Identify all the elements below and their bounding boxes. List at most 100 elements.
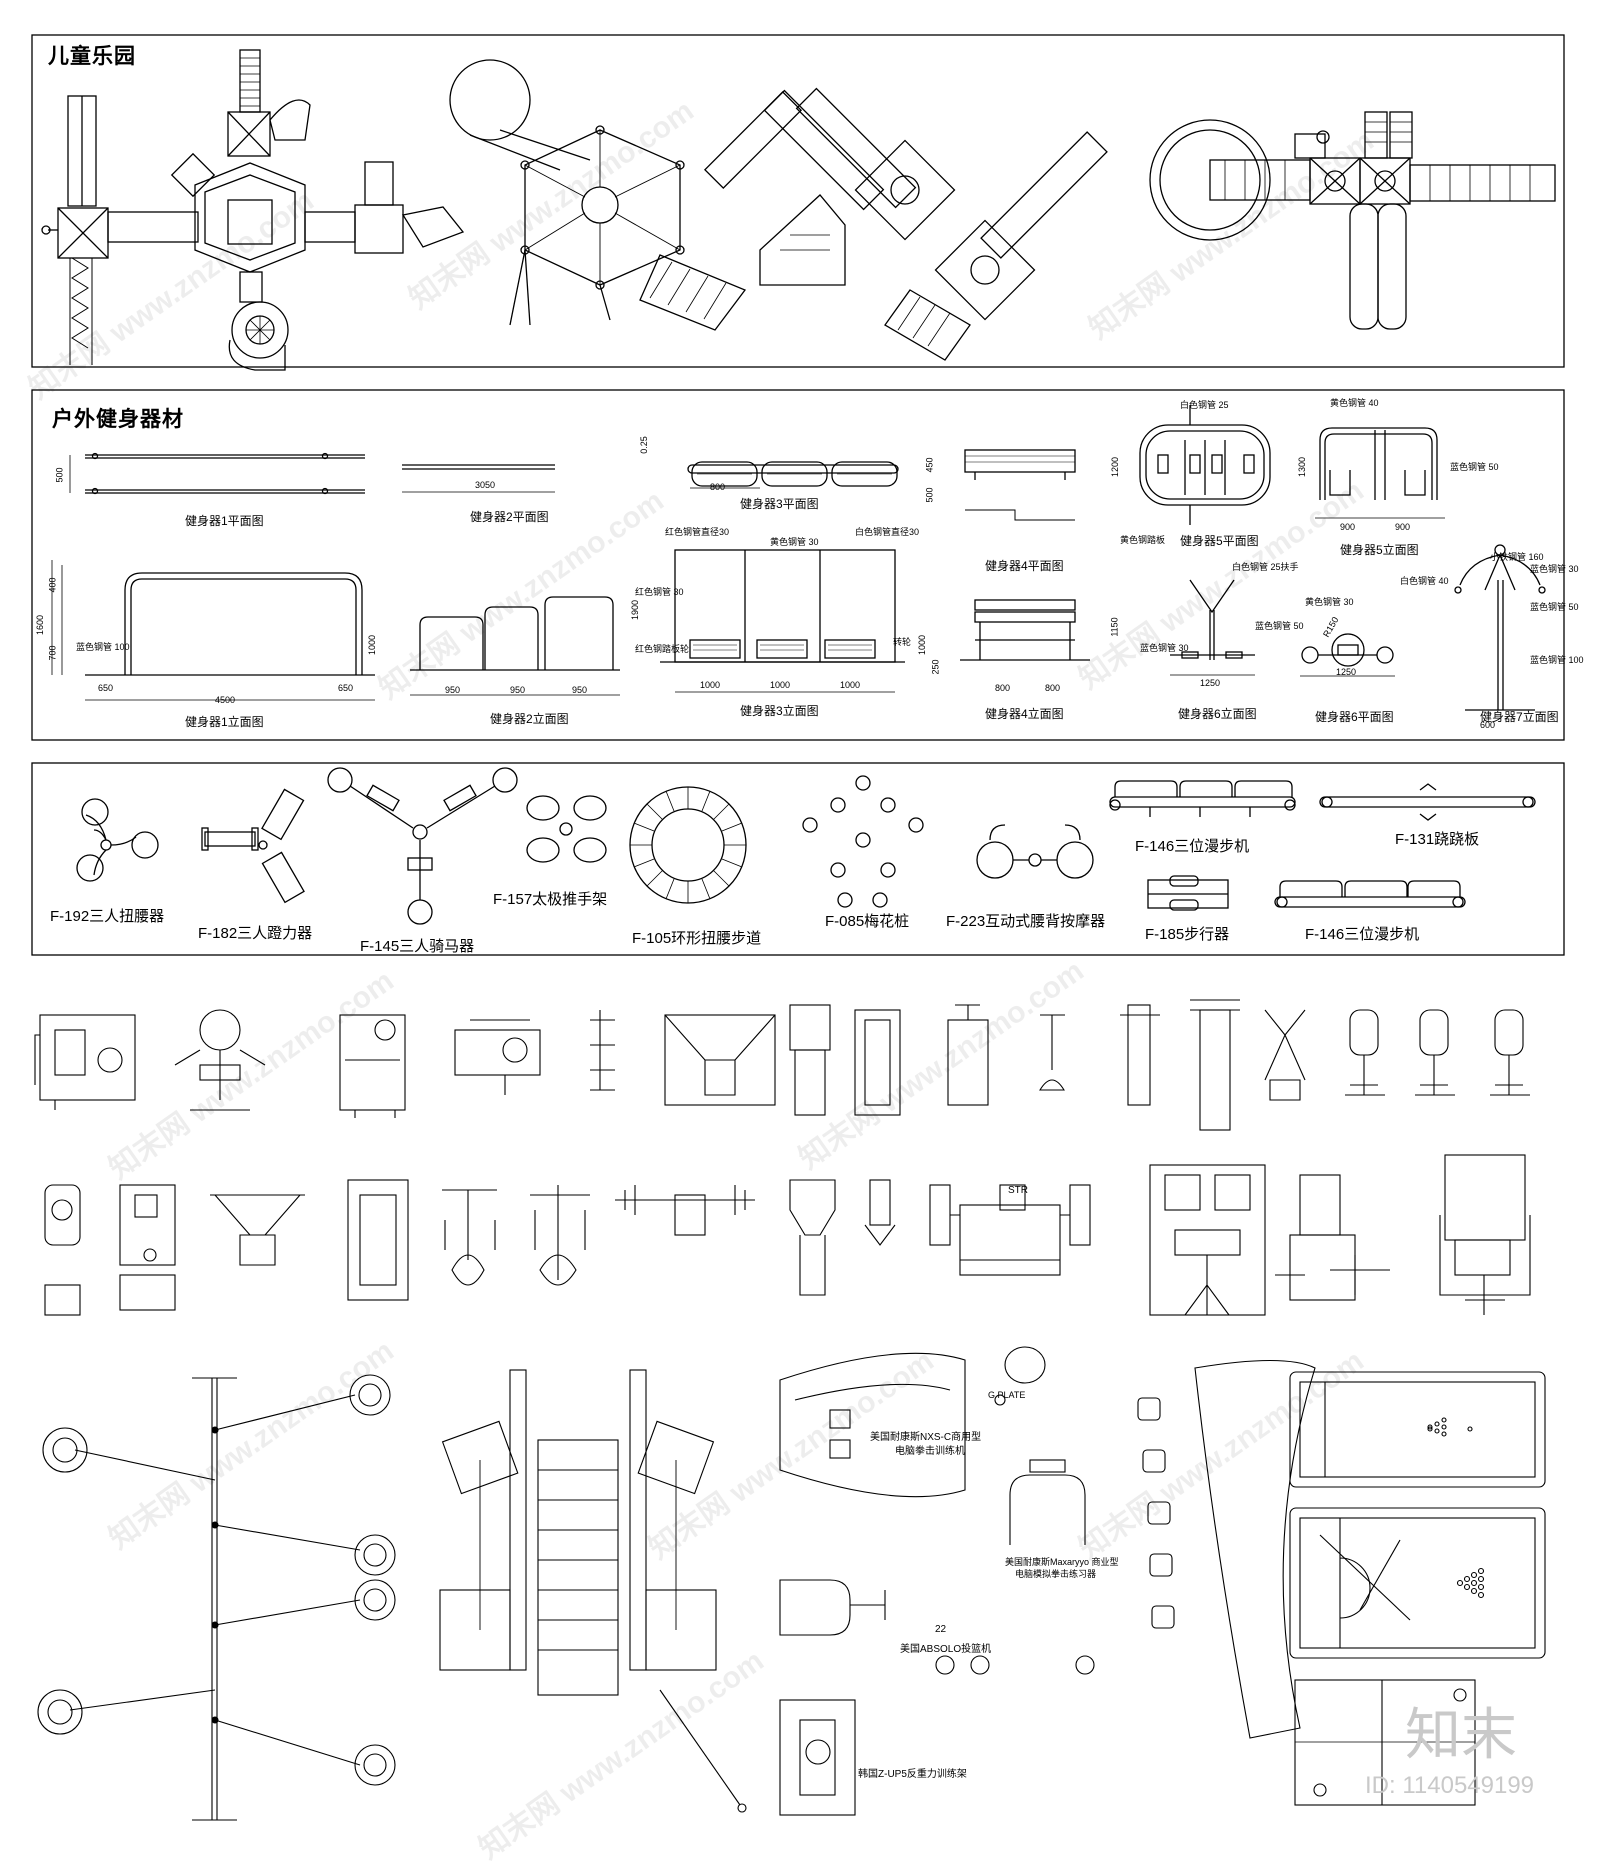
playground-panel-frame xyxy=(31,34,1565,368)
dim-text: 1000 xyxy=(770,680,791,690)
material-note: 蓝色钢管 50 xyxy=(1450,462,1499,472)
f146-symbol-b xyxy=(1274,880,1466,908)
gym-equipment-row-2 xyxy=(44,1154,1531,1316)
dim-text: 950 xyxy=(510,685,526,695)
material-note: 黄色钢管 40 xyxy=(1330,398,1379,408)
dim-text: 1000 xyxy=(840,680,861,690)
dim-text: 1250 xyxy=(1336,667,1357,677)
material-note: 蓝色钢管 50 xyxy=(1530,602,1579,612)
dim-text: 450 xyxy=(924,457,935,473)
material-note: 黄色钢管 30 xyxy=(770,537,819,547)
caption-f146a: F-146三位漫步机 xyxy=(1135,838,1250,855)
dim-text: 950 xyxy=(445,685,461,695)
f223-symbol xyxy=(976,824,1094,879)
m3-elev-label: 健身器3立面图 xyxy=(740,704,819,718)
m5-plan-label: 健身器5平面图 xyxy=(1180,534,1259,548)
playground-structure-1 xyxy=(41,49,465,371)
dim-text: 500 xyxy=(924,487,935,503)
dim-text: 1300 xyxy=(1297,456,1308,478)
material-note: 蓝色钢管 30 xyxy=(1530,564,1579,574)
gym-note: G PLATE xyxy=(988,1390,1026,1400)
dim-text: 900 xyxy=(1395,522,1411,532)
dim-text: 900 xyxy=(1340,522,1356,532)
multi-station-tether xyxy=(37,1374,396,1821)
boxing-machines xyxy=(779,1346,1095,1816)
machine6-plan-drawing xyxy=(1300,633,1395,677)
m1-elev-label: 健身器1立面图 xyxy=(185,715,264,729)
caption-f185: F-185步行器 xyxy=(1145,926,1230,943)
fitness-title: 户外健身器材 xyxy=(52,408,184,431)
dim-text: 1250 xyxy=(1200,678,1221,688)
caption-f105: F-105环形扭腰步道 xyxy=(632,930,762,947)
f192-symbol xyxy=(76,798,159,882)
machine4-drawings xyxy=(960,449,1090,661)
m2-plan-label: 健身器2平面图 xyxy=(470,510,549,524)
machine3-elevation-drawing xyxy=(660,549,905,693)
f157-symbol xyxy=(526,795,607,863)
f146-symbol-a xyxy=(1109,780,1296,817)
material-note: 蓝色钢管 100 xyxy=(1530,655,1584,665)
material-note: 黄色钢管 30 xyxy=(1305,597,1354,607)
machine5-elevation-drawing xyxy=(1315,427,1445,519)
m4-elev-label: 健身器4立面图 xyxy=(985,707,1064,721)
playground-structure-3 xyxy=(759,87,1108,361)
drawing-id: ID: 1140549199 xyxy=(1365,1772,1535,1799)
material-note: 白色钢管 40 xyxy=(1400,576,1449,586)
material-note: 白色钢管 25扶手 xyxy=(1232,562,1299,572)
caption-f085: F-085梅花桩 xyxy=(825,913,910,930)
dim-text: 800 xyxy=(1045,683,1061,693)
dim-text: 700 xyxy=(47,645,58,661)
f182-symbol xyxy=(201,788,305,904)
material-note: 蓝色钢管 30 xyxy=(1140,643,1189,653)
machine7-elevation-drawing xyxy=(1454,544,1546,711)
playground-structure-2 xyxy=(449,59,803,331)
caption-f146b: F-146三位漫步机 xyxy=(1305,926,1420,943)
curved-bar-with-chairs xyxy=(1137,1359,1316,1739)
material-note: 转轮 xyxy=(893,637,912,647)
m3-plan-label: 健身器3平面图 xyxy=(740,497,819,511)
caption-f145: F-145三人骑马器 xyxy=(360,938,475,955)
material-note: 红色钢踏板轮 xyxy=(635,644,690,654)
table-tennis-table xyxy=(1294,1679,1476,1806)
m2-elev-label: 健身器2立面图 xyxy=(490,712,569,726)
billiard-tables xyxy=(1289,1371,1546,1659)
material-note: 小铁钢管 160 xyxy=(1490,552,1544,562)
caption-f223: F-223互动式腰背按摩器 xyxy=(946,913,1106,930)
material-note: 蓝色钢管 50 xyxy=(1255,621,1304,631)
dim-text: 950 xyxy=(572,685,588,695)
dim-text: 600 xyxy=(1480,720,1496,730)
caption-f131: F-131跷跷板 xyxy=(1395,831,1480,848)
dim-text: 250 xyxy=(930,659,941,675)
gym-note: 美国ABSOLO投篮机 xyxy=(900,1644,992,1655)
gym-note: 美国耐康斯NXS-C商用型 xyxy=(870,1432,982,1443)
material-note: 白色钢管直径30 xyxy=(855,527,920,537)
dim-text: 1150 xyxy=(1109,617,1120,637)
material-note: 红色钢管直径30 xyxy=(665,527,730,537)
dim-text: 400 xyxy=(47,577,58,593)
machine5-plan-drawing xyxy=(1139,405,1271,525)
dim-text: 500 xyxy=(54,467,65,483)
dim-text: 4500 xyxy=(215,695,236,705)
material-note: 黄色钢踏板 xyxy=(1120,535,1166,545)
machine2-elevation-drawing xyxy=(410,596,620,696)
dim-text: 1900 xyxy=(630,599,641,621)
gym-equipment-row-1 xyxy=(34,999,1530,1131)
m4-plan-label: 健身器4平面图 xyxy=(985,559,1064,573)
power-rack-plan xyxy=(439,1369,747,1813)
f131-symbol xyxy=(1319,783,1536,821)
gym-note: 电脑拳击训练机 xyxy=(895,1446,965,1457)
machine1-plan-drawing xyxy=(69,452,365,495)
fitness-panel-frame xyxy=(31,389,1565,741)
playground-structure-4 xyxy=(1149,111,1556,330)
material-note: 蓝色钢管 100 xyxy=(76,642,130,652)
dim-text: 650 xyxy=(98,683,114,693)
material-note: 白色钢管 25 xyxy=(1180,400,1229,410)
gym-note: 韩国Z-UP5反重力训练架 xyxy=(858,1769,967,1780)
caption-f157: F-157太极推手架 xyxy=(493,891,608,908)
material-note: 红色钢管 30 xyxy=(635,587,684,597)
dim-text: 0.25 xyxy=(638,436,649,454)
f105-symbol xyxy=(629,786,747,904)
gym-note: 22 xyxy=(935,1624,947,1635)
m6-plan-label: 健身器6平面图 xyxy=(1315,710,1394,724)
